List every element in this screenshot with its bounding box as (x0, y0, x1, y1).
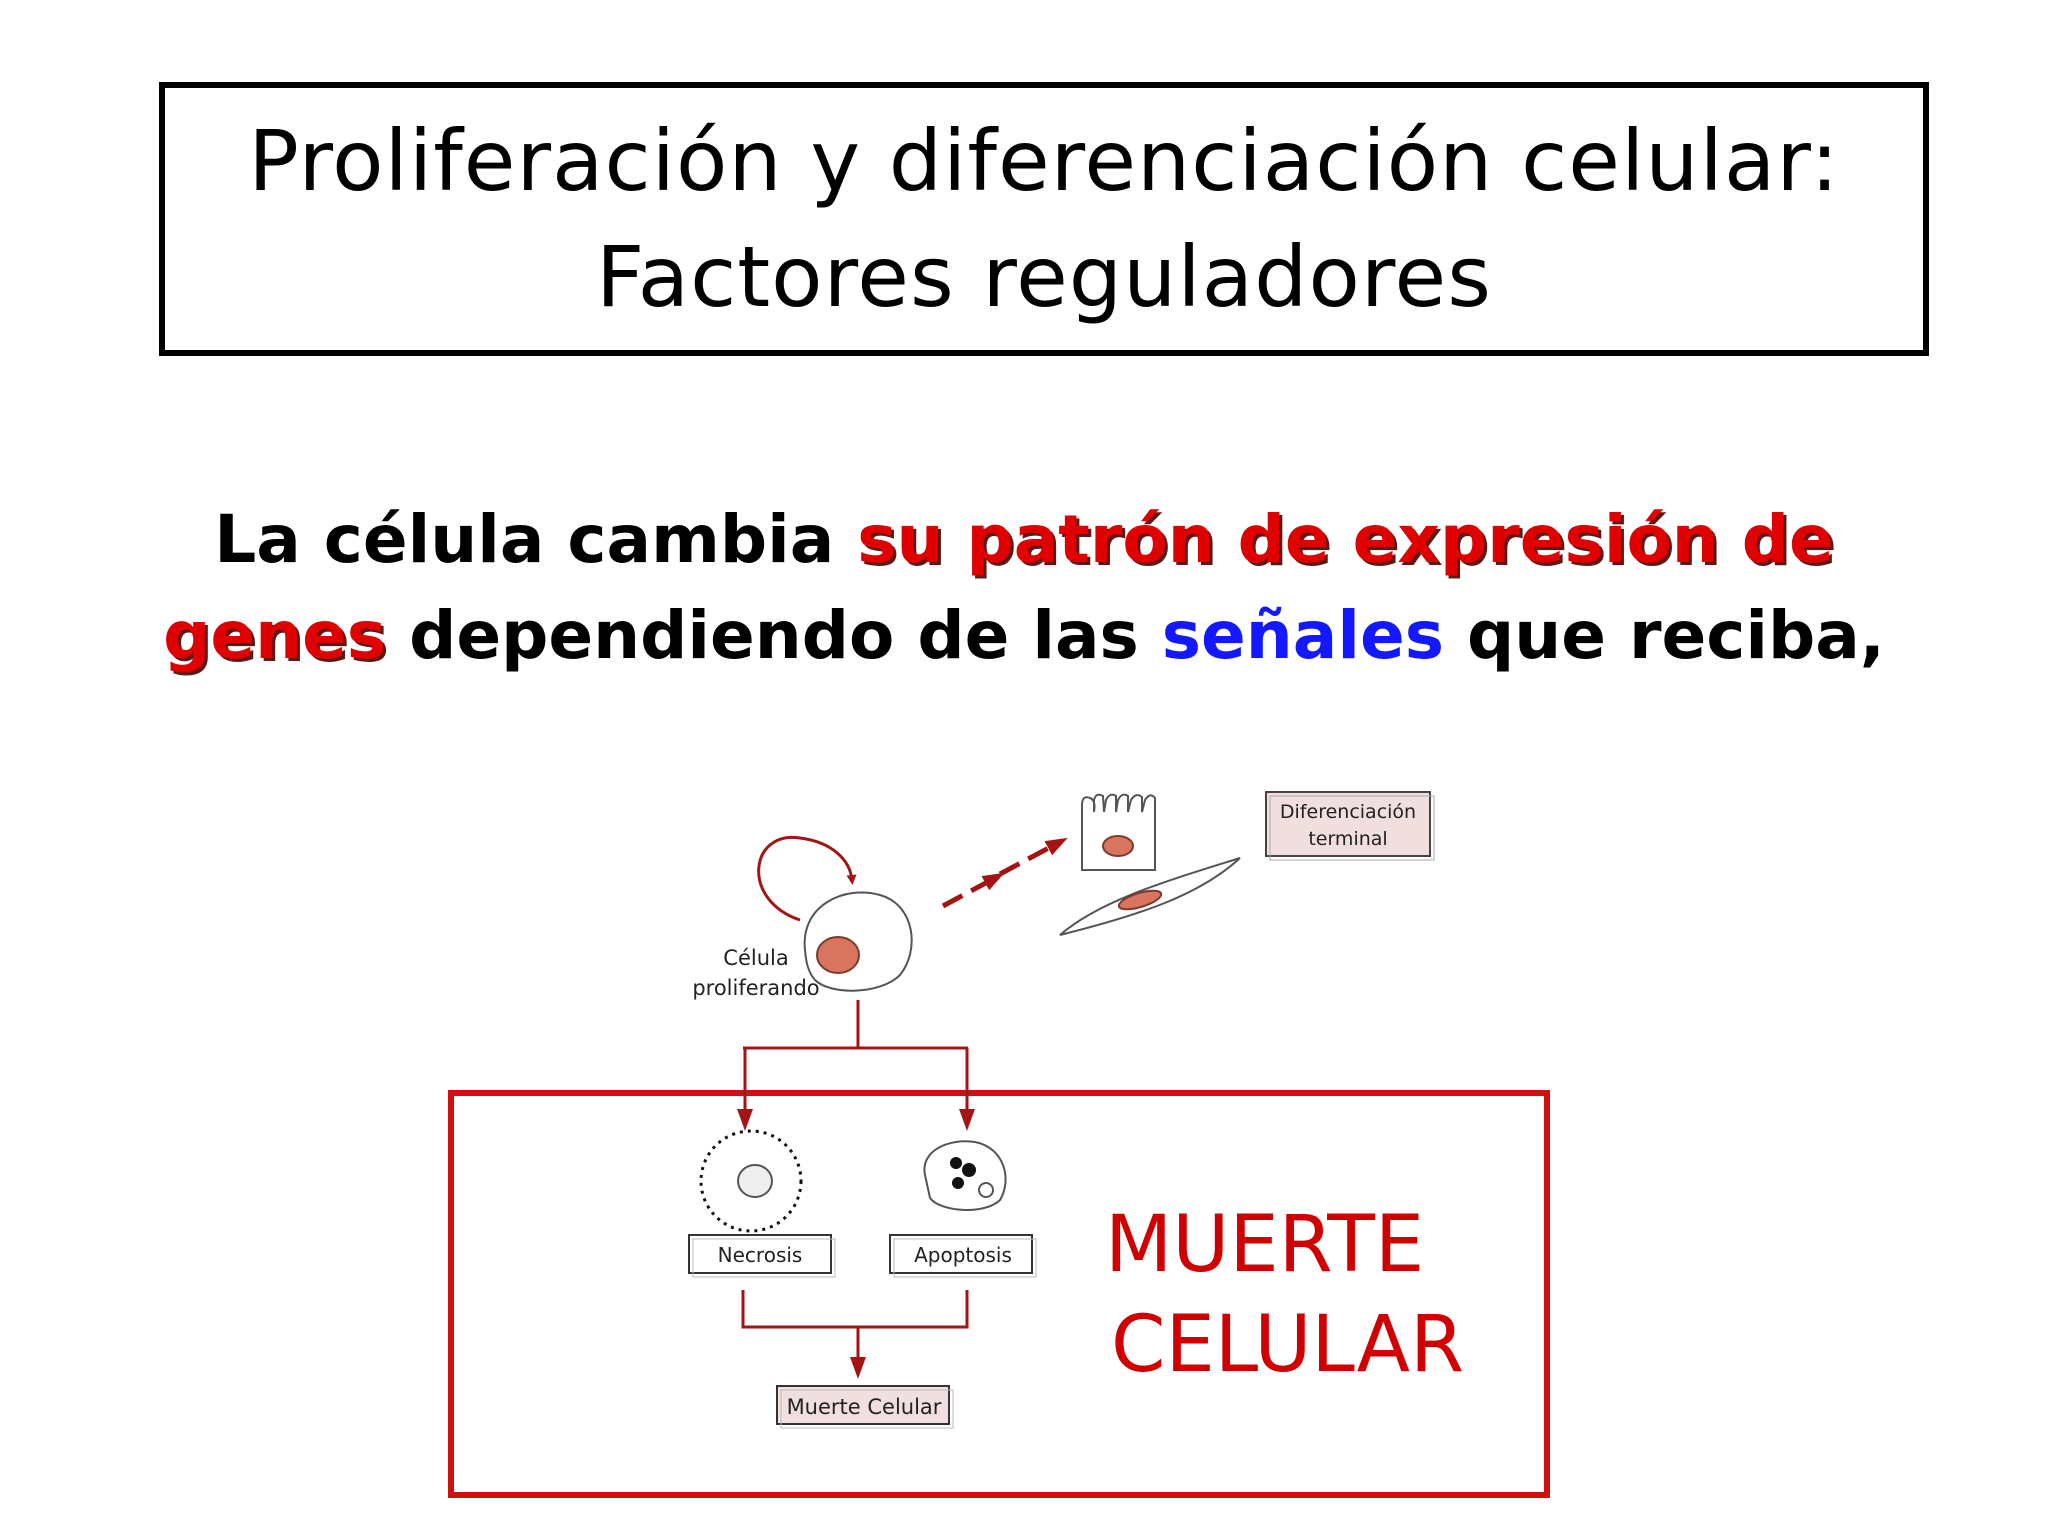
spindle-cell (1059, 857, 1241, 936)
terminal-differentiation-box (1265, 791, 1435, 861)
subtitle-highlight-blue: señales (1161, 597, 1444, 674)
apoptotic-cell (923, 1140, 1007, 1211)
cell-death-big-label: MUERTE CELULAR (1105, 1195, 1505, 1395)
subtitle-highlight-red-2: genes (163, 597, 387, 674)
epithelial-cell (1081, 793, 1156, 871)
terminal-differentiation-label-1: Diferenciación (1280, 801, 1416, 823)
terminal-differentiation-label-2: terminal (1308, 828, 1387, 850)
death-split-arrows (737, 1000, 975, 1131)
title-box: Proliferación y diferenciación celular: … (159, 82, 1929, 356)
necrosis-box (688, 1234, 836, 1278)
proliferating-cell-label-2: proliferando (692, 976, 819, 1000)
apoptosis-box (889, 1234, 1037, 1278)
proliferating-cell-label-1: Célula (723, 946, 788, 970)
necrotic-cell (699, 1129, 803, 1233)
cell-death-frame (448, 1090, 1550, 1498)
cell-death-box (776, 1385, 954, 1429)
cell-death-big-label-line-2: CELULAR (1111, 1300, 1465, 1390)
subtitle-part-2: dependiendo de las (386, 597, 1162, 674)
death-merge-arrows (741, 1290, 969, 1379)
differentiation-arrow (941, 837, 1068, 909)
subtitle-part-1: La célula cambia (214, 501, 858, 578)
subtitle-text: La célula cambia su patrón de expresión … (150, 492, 1898, 684)
proliferating-cell (803, 891, 913, 992)
necrosis-label: Necrosis (718, 1243, 803, 1267)
cell-death-big-label-line-1: MUERTE (1105, 1200, 1425, 1290)
self-renewal-arrow (757, 835, 857, 922)
subtitle-part-3: que reciba, (1444, 597, 1885, 674)
subtitle-highlight-red-1: su patrón de expresión de (857, 501, 1834, 578)
title-line-1: Proliferación y diferenciación celular: (248, 112, 1840, 210)
cell-death-box-label: Muerte Celular (787, 1395, 942, 1419)
title-line-2: Factores reguladores (595, 228, 1492, 326)
apoptosis-label: Apoptosis (914, 1243, 1012, 1267)
